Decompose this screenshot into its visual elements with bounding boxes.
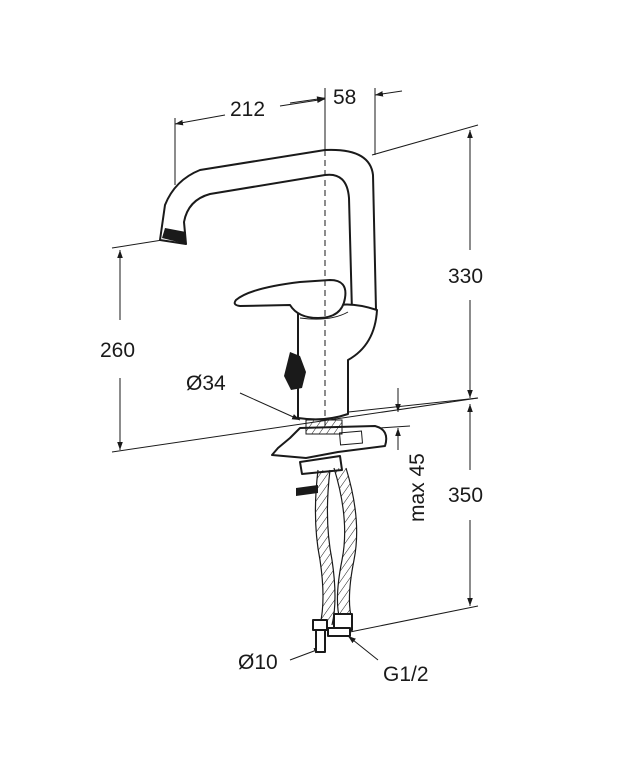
fitting-left: [312, 619, 328, 631]
threaded-stud: [305, 419, 343, 435]
faucet-body: [159, 148, 388, 496]
side-knob: [284, 352, 306, 390]
mounting-plate: [271, 425, 388, 459]
lever-handle: [233, 279, 347, 319]
dimension-labels: 212 58 330 260 Ø34 max 45 350 Ø10 G1/2: [100, 86, 483, 686]
dim-max-thickness: max 45: [406, 453, 429, 522]
dim-spout-height: 260: [100, 339, 135, 362]
dim-hose-diameter: Ø10: [238, 651, 278, 674]
dim-total-height: 330: [448, 265, 483, 288]
dim-base-diameter: Ø34: [186, 372, 226, 395]
dim-spout-offset: 58: [333, 86, 356, 109]
dim-hose-length: 350: [448, 484, 483, 507]
supply-hoses: [312, 467, 358, 653]
dim-connection-thread: G1/2: [383, 663, 429, 686]
faucet-main-body: [297, 301, 378, 421]
dim-spout-reach: 212: [230, 98, 265, 121]
